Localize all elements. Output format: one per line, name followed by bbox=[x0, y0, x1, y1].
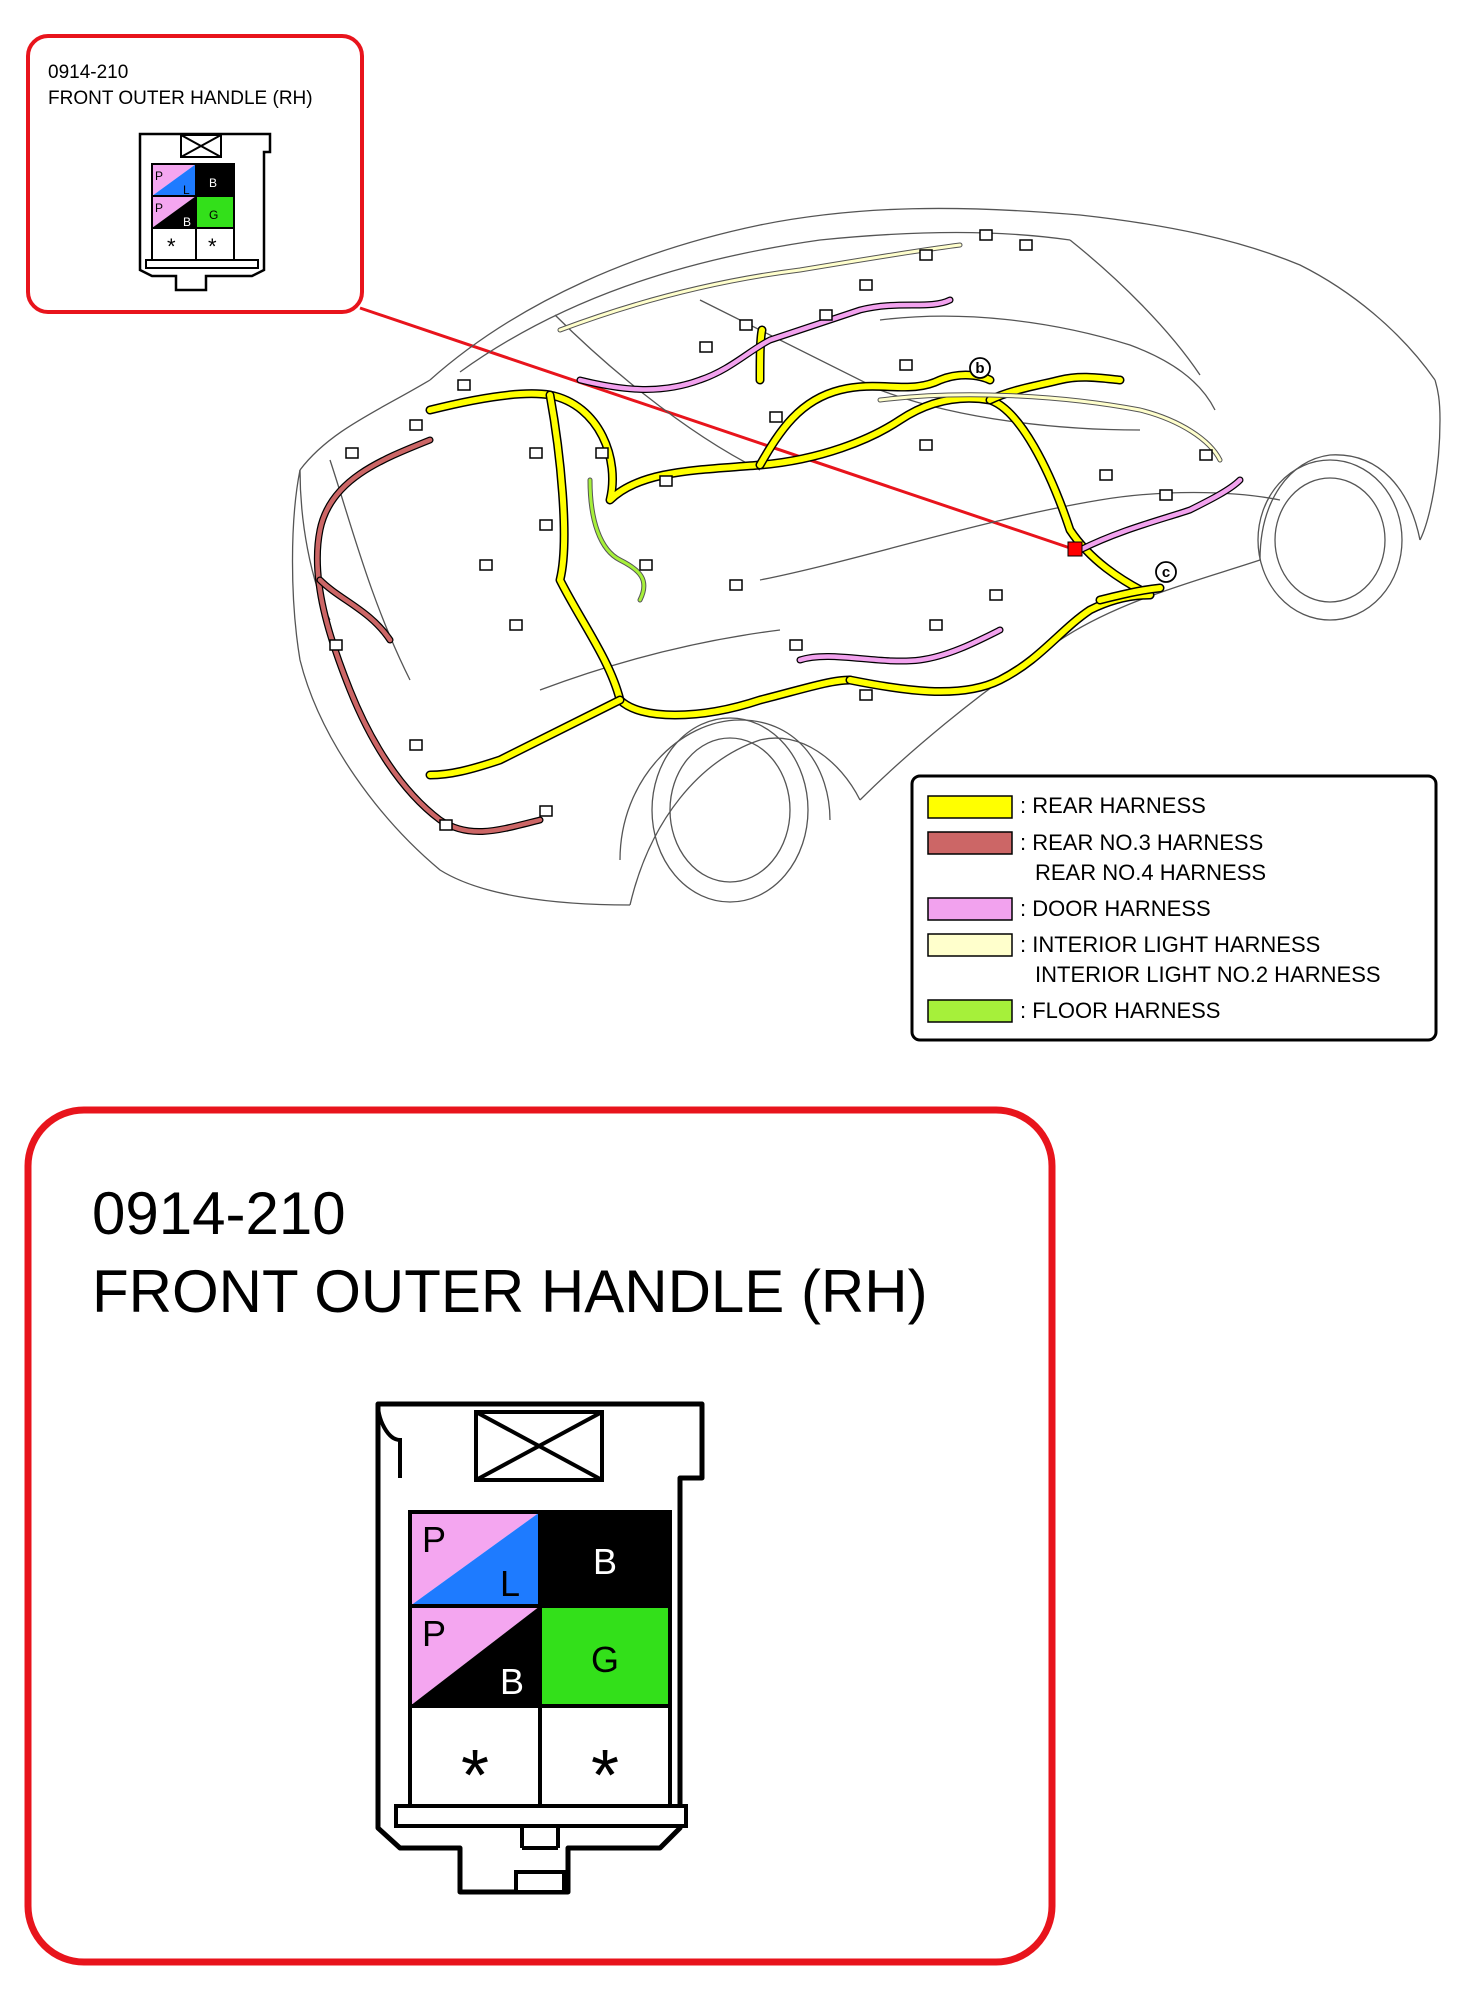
pin-3-bottom-label: B bbox=[500, 1661, 524, 1702]
small-pin-5: * bbox=[167, 234, 176, 259]
pin-4-label: G bbox=[591, 1639, 619, 1680]
harness-connectors bbox=[329, 229, 1213, 831]
pin-1-top-label: P bbox=[422, 1519, 446, 1560]
small-pin-6: * bbox=[208, 234, 217, 259]
small-pin-2: B bbox=[209, 176, 217, 190]
pin-2: B bbox=[540, 1512, 670, 1606]
small-pin-1-top: P bbox=[155, 169, 163, 183]
marker-c: c bbox=[1155, 561, 1177, 583]
connector-face: P L B P B G * bbox=[375, 1401, 705, 1895]
small-connector-face: P L B P B G * * bbox=[138, 132, 272, 292]
connector-location-marker bbox=[1067, 541, 1083, 557]
legend-item-floor: : FLOOR HARNESS bbox=[927, 998, 1220, 1023]
small-callout: 0914-210 FRONT OUTER HANDLE (RH) P L B P… bbox=[26, 34, 364, 314]
pin-4: G bbox=[540, 1606, 670, 1706]
small-pin-3-bottom: B bbox=[183, 215, 191, 229]
legend-swatch bbox=[927, 897, 1013, 921]
leader-line bbox=[359, 306, 1077, 552]
legend-swatch bbox=[927, 831, 1013, 855]
small-callout-code: 0914-210 bbox=[48, 62, 128, 83]
pin-5-label: * bbox=[461, 1736, 489, 1816]
svg-text:: FLOOR HARNESS: : FLOOR HARNESS bbox=[1020, 998, 1220, 1023]
svg-text:: REAR HARNESS: : REAR HARNESS bbox=[1020, 793, 1206, 818]
pin-3: P B bbox=[410, 1606, 540, 1706]
small-pin-3-top: P bbox=[155, 201, 163, 215]
pin-1: P L bbox=[410, 1512, 540, 1606]
floor-harness-routes bbox=[587, 477, 647, 603]
svg-text:: INTERIOR LIGHT HARNESS: : INTERIOR LIGHT HARNESS bbox=[1020, 932, 1320, 957]
pin-1-bottom-label: L bbox=[500, 1563, 520, 1604]
locking-tab-icon bbox=[474, 1410, 604, 1482]
svg-text:REAR NO.4 HARNESS: REAR NO.4 HARNESS bbox=[1035, 860, 1266, 885]
svg-text:INTERIOR LIGHT NO.2 HARNESS: INTERIOR LIGHT NO.2 HARNESS bbox=[1035, 962, 1381, 987]
interior-light-harness-routes bbox=[557, 242, 1223, 463]
large-callout-code: 0914-210 bbox=[92, 1180, 346, 1247]
legend-item-rear-no3: : REAR NO.3 HARNESS REAR NO.4 HARNESS bbox=[927, 830, 1266, 885]
legend-item-interior-light: : INTERIOR LIGHT HARNESS INTERIOR LIGHT … bbox=[927, 932, 1381, 987]
harness-legend: : REAR HARNESS : REAR NO.3 HARNESS REAR … bbox=[910, 774, 1438, 1042]
small-pin-4: G bbox=[209, 208, 218, 222]
small-pin-1-bottom: L bbox=[183, 183, 190, 197]
pin-2-label: B bbox=[593, 1541, 617, 1582]
door-harness-routes bbox=[576, 296, 1244, 665]
legend-swatch bbox=[927, 933, 1013, 957]
legend-swatch bbox=[927, 795, 1013, 819]
large-callout: 0914-210 FRONT OUTER HANDLE (RH) P L bbox=[24, 1106, 1056, 1966]
legend-item-rear: : REAR HARNESS bbox=[927, 793, 1206, 819]
svg-text:: REAR NO.3 HARNESS: : REAR NO.3 HARNESS bbox=[1020, 830, 1263, 855]
pin-6: * bbox=[540, 1706, 670, 1816]
rear-harness-routes bbox=[425, 325, 1165, 780]
marker-b: b bbox=[969, 357, 991, 379]
pin-6-label: * bbox=[591, 1736, 619, 1816]
pin-5: * bbox=[410, 1706, 540, 1816]
pin-3-top-label: P bbox=[422, 1613, 446, 1654]
svg-text:: DOOR HARNESS: : DOOR HARNESS bbox=[1020, 896, 1211, 921]
large-callout-title: FRONT OUTER HANDLE (RH) bbox=[92, 1258, 928, 1325]
rear-no3-harness-routes bbox=[313, 436, 544, 835]
svg-text:b: b bbox=[975, 360, 984, 377]
legend-item-door: : DOOR HARNESS bbox=[927, 896, 1211, 921]
legend-swatch bbox=[927, 999, 1013, 1023]
small-callout-title: FRONT OUTER HANDLE (RH) bbox=[48, 88, 313, 109]
svg-text:c: c bbox=[1162, 564, 1170, 581]
